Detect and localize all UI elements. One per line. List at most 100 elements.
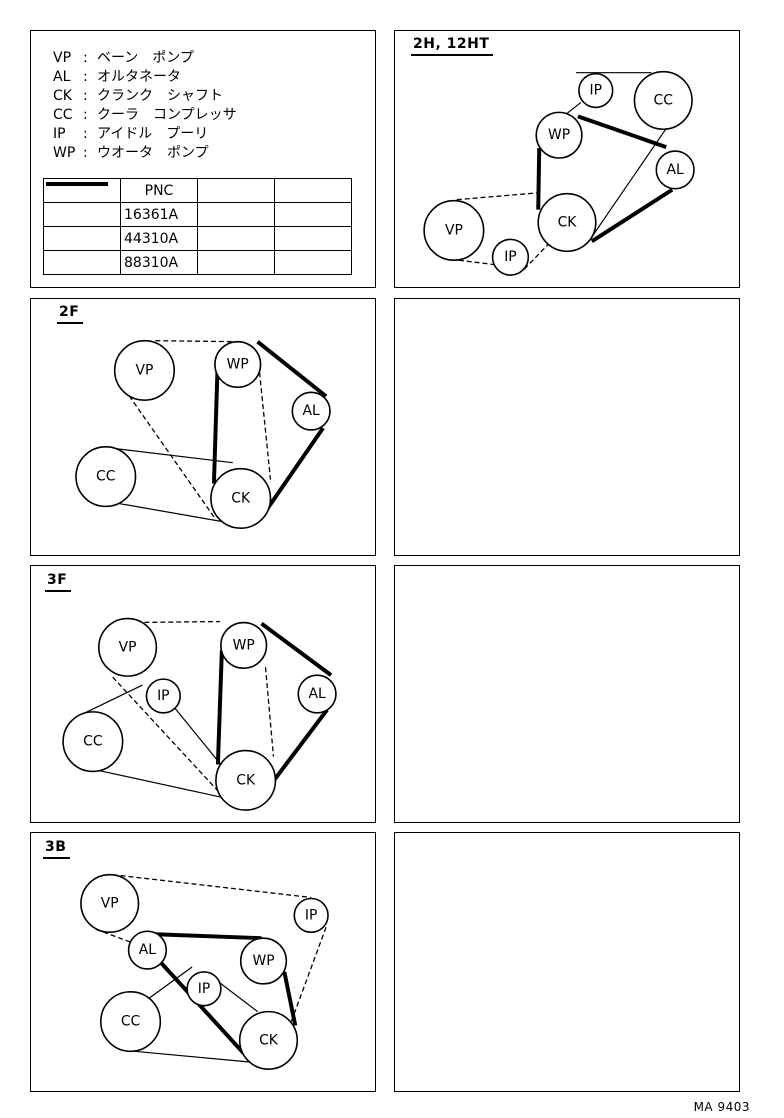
belt-thick <box>158 960 246 1055</box>
empty-panel <box>394 565 740 823</box>
abbreviation-row: CC:クーラ コンプレッサ <box>53 107 237 123</box>
pulley-vp <box>80 873 140 934</box>
belt-thick <box>267 708 329 788</box>
pulley-cc <box>99 990 162 1053</box>
belt-thick <box>256 340 328 398</box>
pulley-label: CK <box>231 490 251 506</box>
pnc-table: PNC 16361A 44310A 88310A <box>43 178 352 275</box>
diagram-title: 2H, 12HT <box>411 36 494 56</box>
legend-panel: VP:ベーン ポンプ AL:オルタネータ CK:クランク シャフト CC:クーラ… <box>30 30 376 288</box>
pulley-cc <box>75 446 137 508</box>
pulley-label: AL <box>667 162 684 178</box>
diagram-3f: 3F VP WP IP AL CC CK <box>30 565 376 823</box>
pulley-label: CC <box>96 469 115 485</box>
pulley-label: VP <box>136 362 154 378</box>
pulley-label: WP <box>252 953 274 969</box>
empty-panel <box>394 832 740 1092</box>
pulley-label: WP <box>548 127 570 143</box>
belt-diagram-3f: VP WP IP AL CC CK <box>62 617 337 811</box>
pulley-ip <box>491 238 530 276</box>
belt-thick <box>261 426 325 516</box>
pulley-label: CK <box>558 215 578 231</box>
pulley-label: VP <box>101 895 119 911</box>
pnc-table-row: 16361A <box>43 181 352 227</box>
pulley-al <box>291 391 331 431</box>
belt-dashed <box>458 259 499 266</box>
pulley-label: IP <box>198 981 210 997</box>
belt-thin <box>108 447 233 464</box>
pulley-label: VP <box>445 222 463 238</box>
pnc-table-row: 88310A <box>43 182 352 275</box>
pulley-label: CC <box>654 92 673 108</box>
belt-dashed <box>523 242 550 270</box>
belt-thick <box>282 971 298 1026</box>
pulley-cc <box>62 711 124 773</box>
pulley-wp <box>214 340 262 389</box>
belt-dashed <box>155 340 235 343</box>
drawing-code: MA 9403 <box>693 1100 750 1114</box>
abbreviation-row: WP:ウオータ ポンプ <box>53 145 209 161</box>
pulley-label: AL <box>308 686 325 702</box>
pulley-label: IP <box>590 83 602 99</box>
line-sample-dashed <box>43 182 121 251</box>
belt-thin <box>590 117 674 239</box>
pulley-label: CC <box>121 1014 140 1030</box>
abbreviation-list: VP:ベーン ポンプ AL:オルタネータ CK:クランク シャフト CC:クーラ… <box>53 49 237 163</box>
belt-thick <box>536 148 542 210</box>
pulley-al <box>127 930 168 970</box>
belt-thick <box>215 650 224 765</box>
pulley-label: CC <box>83 734 102 750</box>
diagram-2h-12ht: 2H, 12HT IP CC WP AL VP <box>394 30 740 288</box>
belt-diagram-2f: VP WP AL CC CK <box>75 339 331 530</box>
belt-thick <box>590 188 674 244</box>
pnc-table-row: 44310A <box>43 182 352 251</box>
belt-dashed <box>112 874 312 899</box>
pulley-ip <box>293 897 329 934</box>
pulley-wp <box>535 111 583 159</box>
pulley-ip <box>186 971 222 1007</box>
belt-dashed <box>128 620 220 624</box>
empty-panel <box>394 298 740 556</box>
pulley-vp <box>113 339 176 402</box>
belt-diagram-2h: IP CC WP AL VP CK IP <box>423 70 695 276</box>
belt-dashed <box>264 667 275 757</box>
pulley-ck <box>210 467 272 530</box>
pulley-label: IP <box>305 907 317 923</box>
pulley-wp <box>239 937 288 985</box>
pulley-label: WP <box>233 637 255 653</box>
pulley-label: VP <box>119 639 137 655</box>
belt-diagram-3b: VP IP AL WP IP CC CK <box>80 873 329 1070</box>
abbreviation-row: CK:クランク シャフト <box>53 88 223 104</box>
pulley-label: WP <box>227 356 249 372</box>
diagram-title: 3F <box>45 572 72 592</box>
pulley-label: CK <box>236 772 256 788</box>
pulley-wp <box>220 621 268 669</box>
pulley-cc <box>633 70 693 131</box>
belt-thick <box>155 932 262 941</box>
belt-dashed <box>258 372 272 480</box>
pulley-label: IP <box>157 688 169 704</box>
belt-thin <box>134 1050 263 1064</box>
diagram-title: 3B <box>43 839 71 859</box>
belt-thick <box>211 356 220 484</box>
pulley-vp <box>98 617 158 677</box>
pulley-label: AL <box>303 403 320 419</box>
diagram-2f: 2F VP WP AL CC CK <box>30 298 376 556</box>
belt-thin <box>93 768 226 799</box>
belt-thin <box>80 684 143 716</box>
pulley-label: IP <box>504 249 516 265</box>
belt-thick <box>577 114 667 149</box>
belt-dashed <box>290 927 327 1022</box>
pulley-al <box>297 674 337 714</box>
pulley-vp <box>423 199 485 262</box>
pulley-ip <box>578 72 614 109</box>
diagram-title: 2F <box>57 304 84 324</box>
pulley-ck <box>537 192 597 253</box>
belt-dashed <box>124 388 216 519</box>
belt-dashed <box>95 928 131 943</box>
belt-thin <box>171 704 226 770</box>
pulley-ck <box>238 1010 299 1070</box>
abbreviation-row: IP:アイドル プーリ <box>53 126 209 142</box>
pulley-al <box>655 150 695 190</box>
pulley-ck <box>215 749 277 811</box>
